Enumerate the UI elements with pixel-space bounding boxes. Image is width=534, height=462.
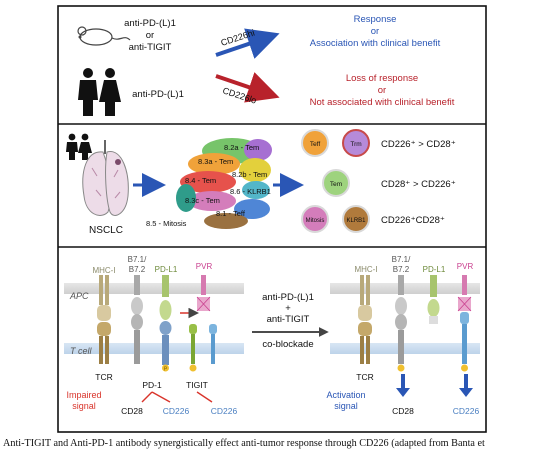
loss-arrow (215, 72, 280, 103)
inhibit-mark-1 (141, 391, 153, 403)
response-arrow (215, 28, 280, 59)
loss-line-3: Not associated with clinical benefit (310, 97, 455, 108)
center-line-2: + (285, 303, 291, 314)
lungs-icon (82, 140, 129, 216)
nsclc-label: NSCLC (89, 225, 123, 236)
b7-cd28-right (395, 275, 407, 372)
human-drug-label: anti-PD-(L)1 (132, 89, 184, 100)
loss-line-1: Loss of response (346, 73, 418, 84)
mouse-drug-line-3: anti-TIGIT (129, 42, 172, 53)
activation-arrow-cd28 (396, 374, 410, 397)
activation-line-1: Activation (326, 390, 365, 400)
mhc-receptor-left (97, 275, 111, 321)
cd226-label-left-1: CD226 (163, 406, 190, 416)
cluster-label-8-4: 8.4 - Tem (185, 176, 216, 185)
panel-b: NSCLC 8.2a - Tem 8.3a - Tem 8.2b - Tem 8… (66, 129, 456, 236)
mhc-label-left: MHC-I (92, 266, 115, 275)
impaired-line-2: signal (72, 401, 96, 411)
cluster-label-8-2b: 8.2b - Tem (232, 170, 267, 179)
mouse-drug-line-2: or (146, 30, 154, 41)
panel-c: APC T cell MHC-I B7.1/ B7.2 PD-L1 PVR (64, 255, 480, 416)
center-line-3: anti-TIGIT (267, 314, 310, 325)
pdl1-label-left: PD-L1 (155, 265, 178, 274)
mhc-label-right: MHC-I (354, 265, 377, 274)
circle-tem: Tem (330, 181, 342, 188)
ratio-double-positive: CD226⁺CD28⁺ (381, 215, 445, 226)
tcr-label-left: TCR (95, 372, 112, 382)
center-line-4: co-blockade (262, 339, 313, 350)
subset-circles (301, 129, 370, 233)
pdl1-blocked-right (427, 275, 440, 324)
mouse-icon (77, 26, 131, 46)
circle-mitosis: Mitosis (306, 218, 325, 224)
center-line-1: anti-PD-(L)1 (262, 292, 314, 303)
pdl1-ligand-left (159, 275, 172, 320)
cd28-label-right: CD28 (392, 406, 414, 416)
circle-teff: Teff (310, 141, 321, 148)
cluster-label-8-1: 8.1 - Teff (216, 209, 246, 218)
cluster-label-8-3a: 8.3a - Tem (198, 157, 233, 166)
activation-arrow-cd226 (459, 374, 473, 397)
b7-ligand-left (131, 275, 143, 364)
cluster-label-8-6: 8.6 - KLRB1 (230, 187, 271, 196)
mhc-receptor-right (358, 275, 372, 321)
patients-icon (66, 133, 92, 160)
tcr-right (358, 322, 372, 364)
tigit-label: TIGIT (186, 380, 208, 390)
response-line-1: Response (354, 14, 397, 25)
cd226-label-right: CD226 (453, 406, 480, 416)
ratio-cd28-gt-cd226: CD28⁺ > CD226⁺ (381, 179, 456, 190)
tigit-receptor-left (189, 324, 197, 372)
cd226-label-left-2: CD226 (211, 406, 238, 416)
ratio-cd226-gt-cd28: CD226⁺ > CD28⁺ (381, 139, 456, 150)
apc-label: APC (69, 291, 89, 301)
mouse-drug-line-1: anti-PD-(L)1 (124, 18, 176, 29)
b7-label-right-2: B7.2 (393, 265, 410, 274)
tcell-membrane-right (330, 343, 480, 354)
response-line-3: Association with clinical benefit (310, 38, 441, 49)
cluster-label-8-3c: 8.3c - Tem (185, 196, 220, 205)
inhibit-mark-3 (196, 391, 213, 403)
cluster-label-8-5: 8.5 - Mitosis (146, 219, 187, 228)
apc-membrane-left (64, 283, 244, 294)
impaired-line-1: Impaired (66, 390, 101, 400)
pvr-ligand-left (196, 275, 211, 312)
circle-trm: Trm (350, 141, 361, 148)
pd1-receptor-left: P (159, 321, 172, 373)
pvr-label-right: PVR (457, 262, 474, 271)
human-icon (78, 68, 121, 116)
pvr-cd226-right (457, 275, 472, 372)
loss-line-2: or (378, 85, 386, 96)
tcell-membrane-left (64, 343, 244, 354)
activation-line-2: signal (334, 401, 358, 411)
tcr-left (97, 322, 111, 364)
cluster-label-8-2a: 8.2a - Tem (224, 143, 259, 152)
figure-caption: Anti-TIGIT and Anti-PD-1 antibody synerg… (3, 438, 485, 449)
cd28-label-left: CD28 (121, 406, 143, 416)
apc-membrane-right (330, 283, 480, 294)
pvr-label-left: PVR (196, 262, 213, 271)
inhibit-mark-2 (151, 391, 171, 403)
cd226-receptor-left (209, 324, 217, 364)
circle-klrb1: KLRB1 (346, 218, 366, 224)
svg-text:P: P (164, 367, 168, 373)
response-line-2: or (371, 26, 379, 37)
pdl1-label-right: PD-L1 (423, 265, 446, 274)
pd1-label: PD-1 (142, 380, 162, 390)
tcr-label-right: TCR (356, 372, 373, 382)
umap-plot (176, 138, 272, 229)
b7-label-left-1: B7.1/ (128, 255, 147, 264)
b7-label-left-2: B7.2 (129, 265, 146, 274)
tcell-label: T cell (70, 346, 93, 356)
b7-label-right-1: B7.1/ (392, 255, 411, 264)
